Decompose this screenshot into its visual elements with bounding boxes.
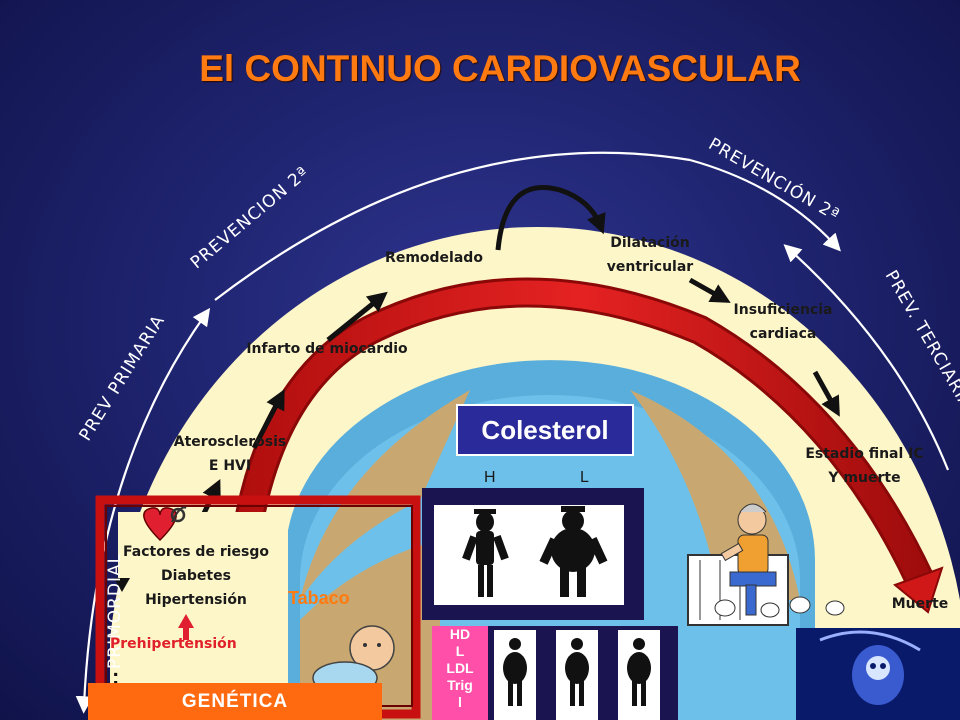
- factores-line-1: Factores de riesgo: [123, 544, 269, 560]
- label-l: L: [580, 469, 589, 486]
- arrow-to-insuficiencia: [688, 277, 731, 303]
- stage-estadio-final: Estadio final IC Y muerte: [792, 442, 937, 490]
- heavy-man-figure: [539, 506, 608, 597]
- dilatacion-line-2: ventricular: [606, 259, 694, 275]
- atero-line-2: E HVI: [208, 458, 252, 474]
- ellipsis-dots: :: [112, 664, 119, 689]
- label-tabaco: Tabaco: [288, 588, 350, 608]
- arc-prev-terciaria: [783, 244, 950, 471]
- atero-line-1: Aterosclerosis: [173, 434, 287, 450]
- red-continuum-arrow: [225, 277, 944, 614]
- factores-line-2: Diabetes: [161, 568, 231, 584]
- arc-prevencion-left: [214, 151, 691, 301]
- lipid-hd: HD: [449, 626, 471, 642]
- stage-muerte: Muerte: [891, 596, 949, 612]
- red-up-arrow-icon: [178, 614, 194, 640]
- insuficiencia-line-2: cardiaca: [749, 326, 817, 342]
- stage-factores-riesgo: Factores de riesgo Diabetes Hipertensión: [112, 540, 280, 612]
- stage-insuficiencia: Insuficiencia cardiaca: [718, 298, 848, 346]
- colesterol-box: Colesterol: [456, 404, 634, 456]
- estadio-line-2: Y muerte: [828, 470, 901, 486]
- genetica-banner: GENÉTICA: [88, 683, 382, 720]
- arrow-to-infarto: [251, 389, 285, 450]
- arc-prevencion-right: [689, 158, 841, 252]
- heart-stethoscope-icon: [143, 506, 187, 542]
- label-prehipertension: Prehipertensión: [110, 636, 237, 652]
- stage-remodelado: Remodelado: [385, 250, 483, 266]
- hl-photo-box: [422, 488, 644, 620]
- arc-prev-primaria: [75, 307, 211, 714]
- insuficiencia-line-1: Insuficiencia: [733, 302, 833, 318]
- tan-wedge-left: [300, 390, 470, 600]
- stage-aterosclerosis: Aterosclerosis E HVI: [150, 430, 310, 478]
- stage-infarto: Infarto de miocardio: [246, 341, 408, 357]
- lipid-trig: Trig: [447, 677, 473, 693]
- lipid-l: L: [455, 643, 465, 659]
- arrow-to-estadio: [812, 370, 840, 417]
- small-figures-strip: [488, 626, 678, 720]
- lipid-ldl: LDL: [446, 660, 474, 676]
- stage-dilatacion: Dilatación ventricular: [590, 231, 710, 279]
- factores-line-3: Hipertensión: [145, 592, 247, 608]
- factors-panel: [118, 512, 288, 702]
- elderly-man-clipart: [687, 503, 845, 626]
- prevention-arcs: [75, 151, 950, 714]
- estadio-line-1: Estadio final IC: [805, 446, 924, 462]
- grim-reaper-image: [796, 628, 960, 720]
- red-arrow-head: [893, 566, 944, 614]
- page-title: El CONTINUO CARDIOVASCULAR: [199, 48, 801, 89]
- lipids-box: HD L LDL Trig l: [432, 626, 488, 720]
- arrow-to-dilatacion: [495, 185, 606, 251]
- lipid-l2: l: [458, 694, 462, 710]
- arrow-to-remodelado: [326, 291, 388, 342]
- thin-man-figure: [462, 509, 509, 597]
- label-h: H: [484, 469, 496, 486]
- dilatacion-line-1: Dilatación: [610, 235, 690, 251]
- down-triangle-icon: [114, 578, 130, 592]
